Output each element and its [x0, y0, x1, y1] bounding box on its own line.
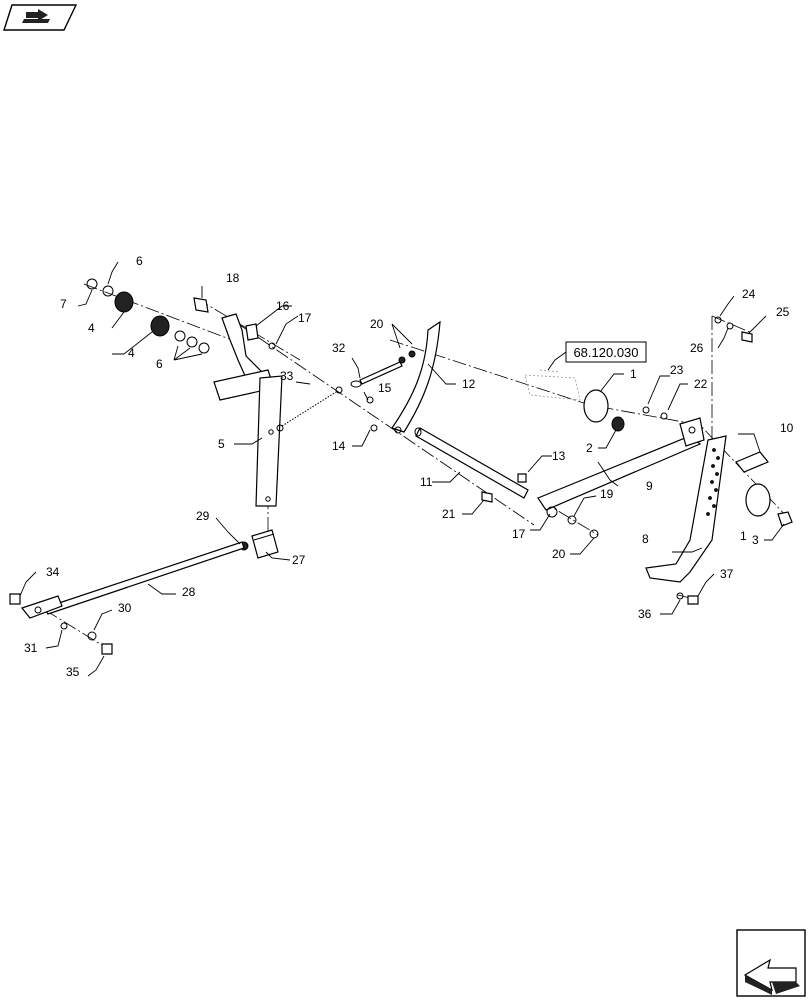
- tension-spring: [276, 386, 343, 432]
- callout-6a: 6: [136, 254, 143, 268]
- lever-arm: [213, 313, 283, 507]
- callout-14: 14: [332, 439, 346, 453]
- callout-36: 36: [638, 607, 652, 621]
- callout-12: 12: [462, 377, 476, 391]
- callout-8: 8: [642, 532, 649, 546]
- callout-28: 28: [182, 585, 196, 599]
- callout-4b: 4: [128, 346, 135, 360]
- ghost-reference-part: [524, 369, 581, 401]
- callout-37: 37: [720, 567, 734, 581]
- callout-30: 30: [118, 601, 132, 615]
- curved-bracket: [391, 320, 441, 433]
- callout-29: 29: [196, 509, 210, 523]
- callout-6b: 6: [156, 357, 163, 371]
- callout-1a: 1: [630, 367, 637, 381]
- callout-35: 35: [66, 665, 80, 679]
- pedal-tread-holes: [706, 448, 720, 516]
- callout-3: 3: [752, 533, 759, 547]
- callout-labels: 1 1 2 3 4 4 5 6 6 7 8 9 10 11 12 13 14 1…: [24, 254, 794, 679]
- book-arrow-icon[interactable]: [3, 4, 78, 31]
- callout-20b: 20: [552, 547, 566, 561]
- callout-17b: 17: [512, 527, 526, 541]
- center-lines: [44, 283, 791, 651]
- eye-bolt: [350, 350, 416, 388]
- next-page-arrow-icon[interactable]: [736, 929, 806, 997]
- callout-32: 32: [332, 341, 346, 355]
- reference-box[interactable]: 68.120.030: [547, 341, 647, 371]
- reference-box-label: 68.120.030: [573, 345, 638, 360]
- clevis: [239, 529, 279, 559]
- callout-17a: 17: [298, 311, 312, 325]
- leader-lines: [19, 261, 785, 677]
- callout-34: 34: [46, 565, 60, 579]
- callout-20a: 20: [370, 317, 384, 331]
- callout-27: 27: [292, 553, 306, 567]
- callout-21: 21: [442, 507, 456, 521]
- callout-33: 33: [280, 369, 294, 383]
- callout-31: 31: [24, 641, 38, 655]
- pedal-arm: [537, 417, 705, 511]
- callout-4a: 4: [88, 321, 95, 335]
- callout-10: 10: [780, 421, 794, 435]
- callout-2: 2: [586, 441, 593, 455]
- callout-19: 19: [600, 487, 614, 501]
- callout-16: 16: [276, 299, 290, 313]
- callout-26: 26: [690, 341, 704, 355]
- discs: [583, 389, 793, 527]
- callout-11: 11: [420, 475, 433, 489]
- callout-13: 13: [552, 449, 566, 463]
- callout-25: 25: [776, 305, 790, 319]
- callout-24: 24: [742, 287, 756, 301]
- callout-1b: 1: [740, 529, 747, 543]
- callout-9: 9: [646, 479, 653, 493]
- small-hardware: [9, 278, 753, 655]
- callout-18: 18: [226, 271, 240, 285]
- callout-22: 22: [694, 377, 708, 391]
- callout-23: 23: [670, 363, 684, 377]
- callout-7: 7: [60, 297, 67, 311]
- pedal-pad: [735, 451, 769, 473]
- callout-5: 5: [218, 437, 225, 451]
- callout-15: 15: [378, 381, 392, 395]
- control-rod: [20, 541, 245, 619]
- pedal-shaft: [414, 427, 529, 499]
